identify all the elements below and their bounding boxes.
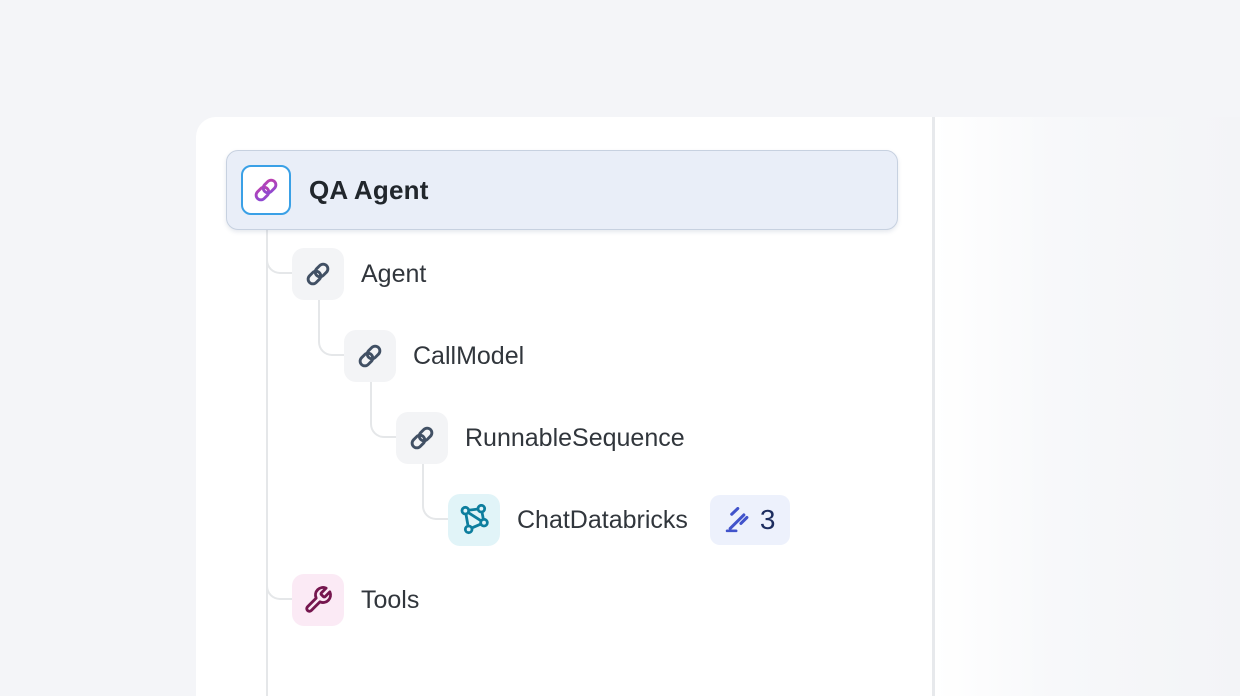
panel-resize-divider[interactable]	[932, 117, 935, 696]
chain-icon	[254, 178, 278, 202]
span-row-agent[interactable]: Agent	[292, 248, 426, 300]
span-label: ChatDatabricks	[517, 505, 688, 534]
span-label: QA Agent	[309, 174, 429, 205]
span-icon-box	[396, 412, 448, 464]
span-row-root-selected[interactable]: QA Agent	[226, 150, 898, 230]
span-icon-box	[344, 330, 396, 382]
chain-icon	[358, 344, 382, 368]
gavel-icon	[725, 507, 749, 533]
assessments-count: 3	[759, 504, 776, 535]
span-icon-box	[448, 494, 500, 546]
span-label: CallModel	[413, 341, 525, 370]
wrench-icon	[305, 586, 332, 613]
span-row-callmodel[interactable]: CallModel	[344, 330, 524, 382]
span-icon-box	[292, 574, 344, 626]
span-row-tools[interactable]: Tools	[292, 574, 419, 626]
assessments-badge[interactable]: 3	[709, 495, 791, 545]
chain-icon	[306, 262, 330, 286]
span-label: RunnableSequence	[465, 423, 685, 452]
span-icon-box	[241, 165, 291, 215]
chain-icon	[410, 426, 434, 450]
span-row-runnablesequence[interactable]: RunnableSequence	[396, 412, 685, 464]
span-icon-box	[292, 248, 344, 300]
span-row-chatdatabricks[interactable]: ChatDatabricks 3	[448, 494, 791, 546]
model-icon	[460, 504, 489, 535]
span-label: Agent	[361, 259, 427, 288]
detail-pane	[935, 117, 1240, 696]
span-label: Tools	[361, 585, 420, 614]
